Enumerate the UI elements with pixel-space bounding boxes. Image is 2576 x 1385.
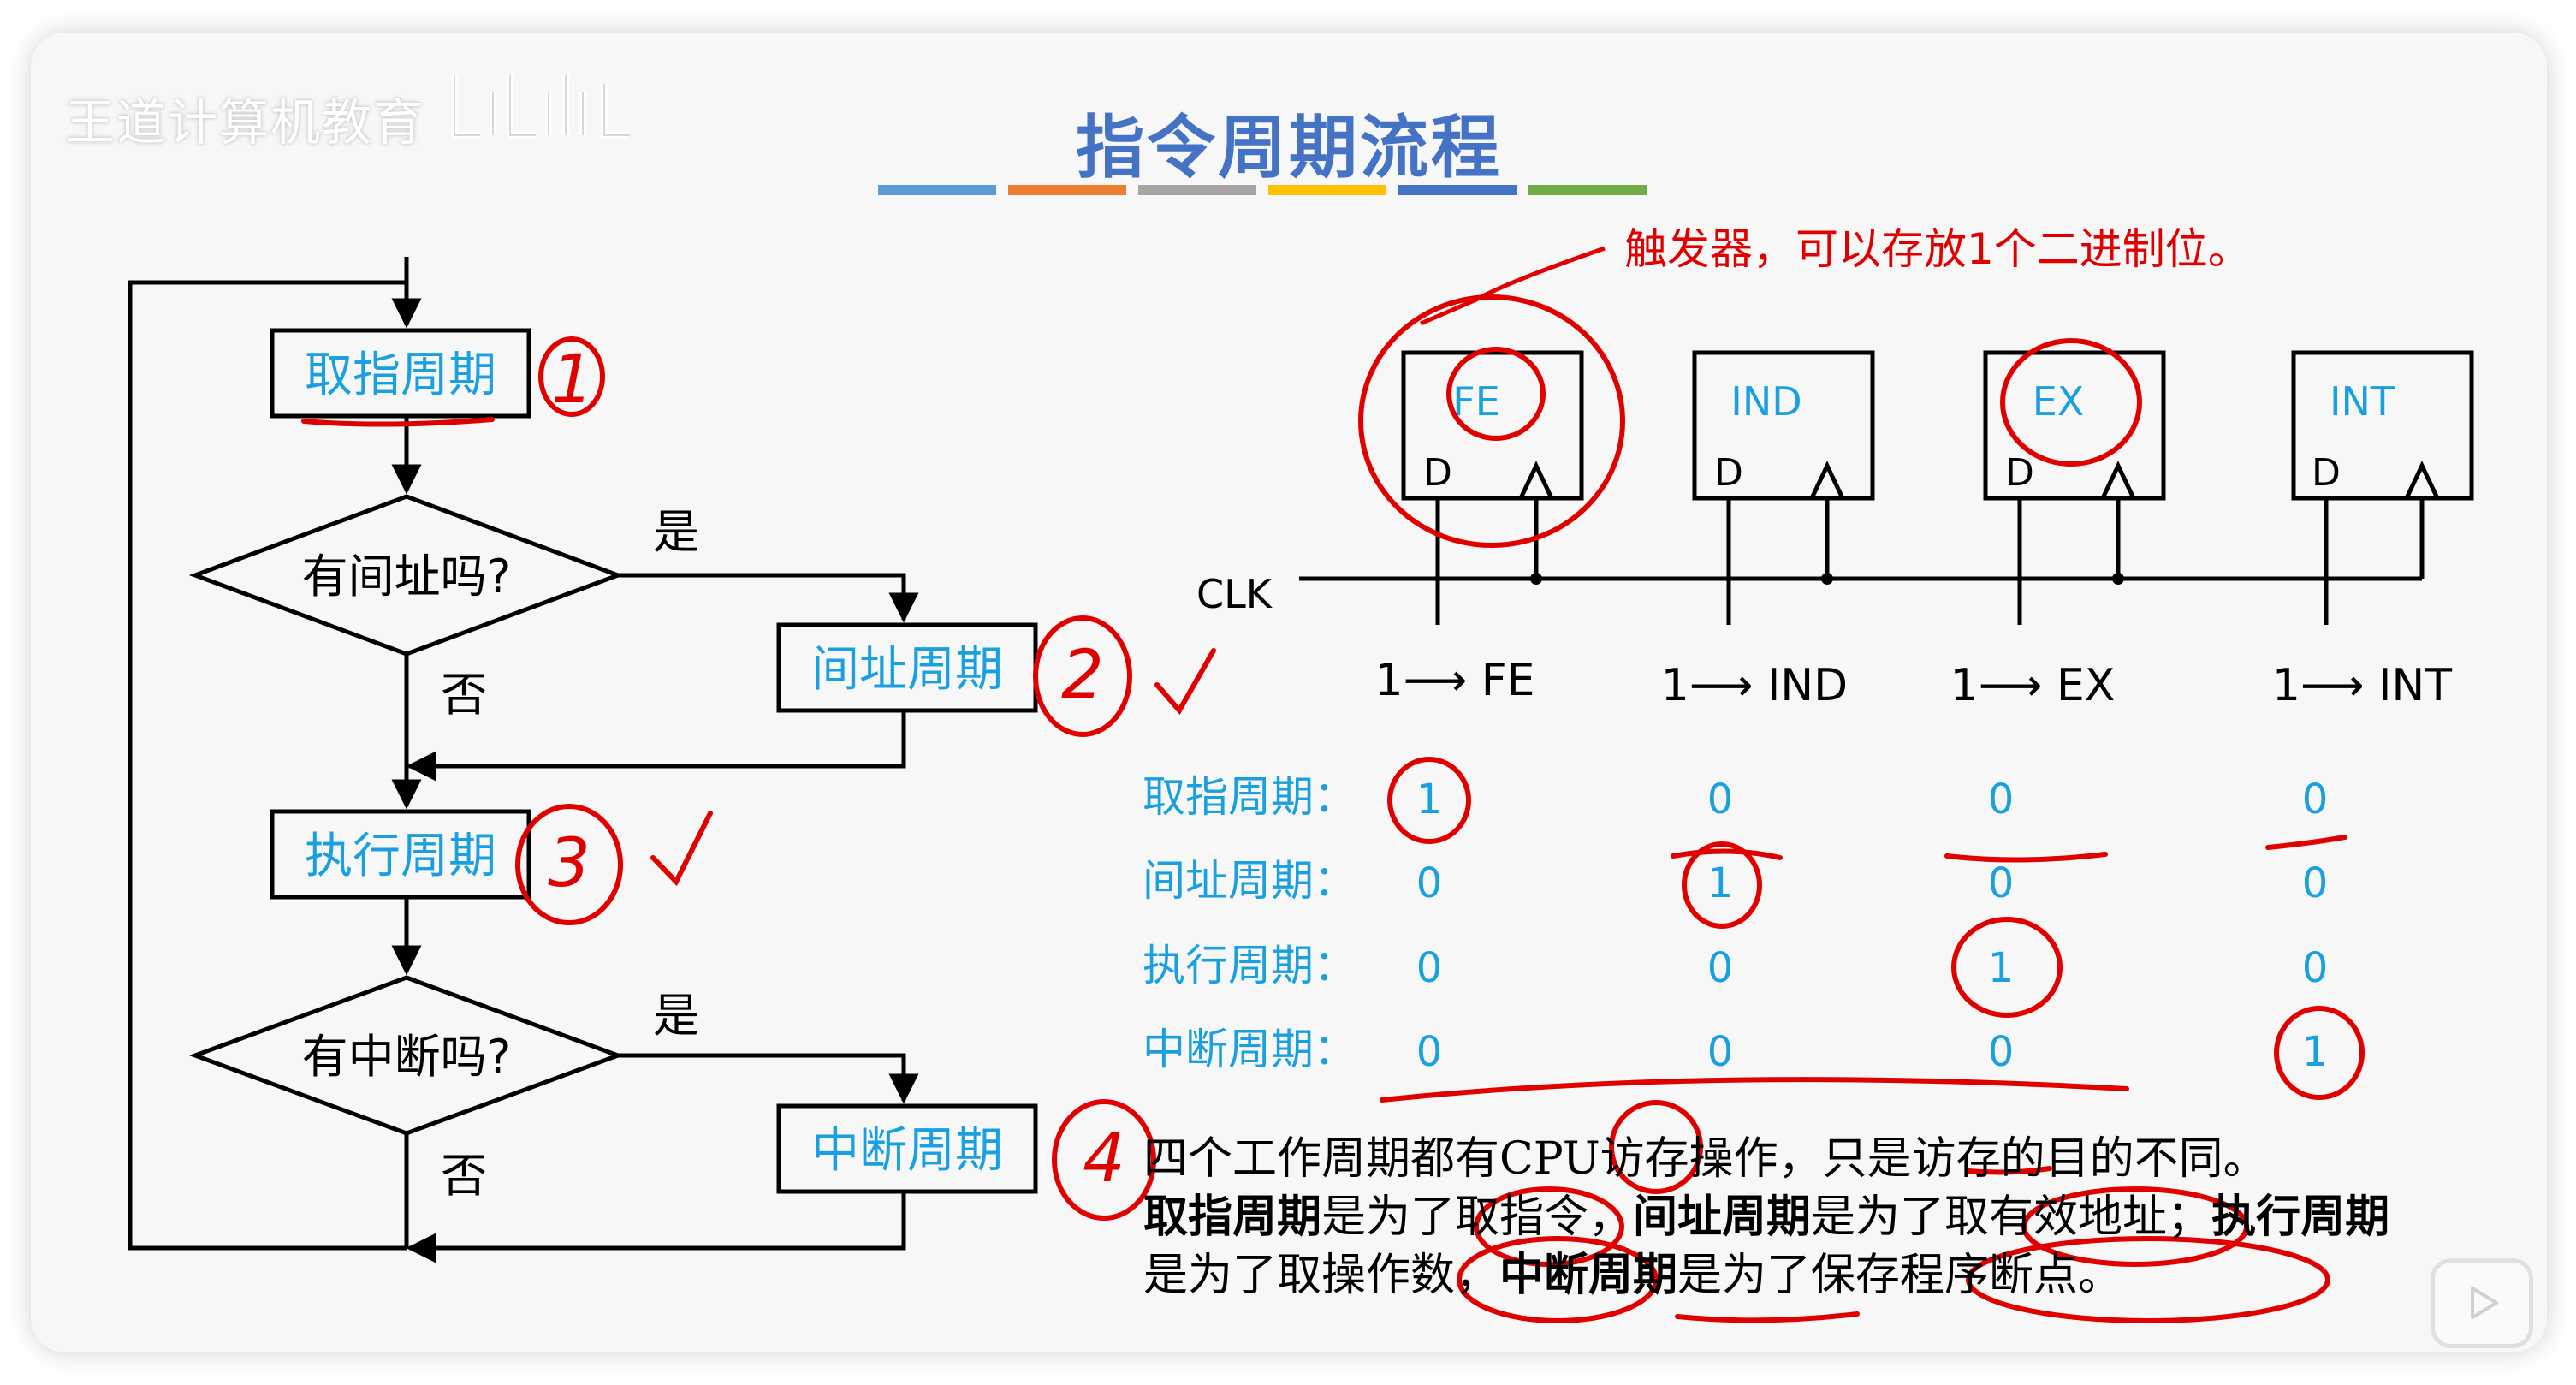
flipflop-name-fe: FE: [1452, 378, 1500, 425]
explanation-paragraph: 四个工作周期都有CPU访存操作，只是访存的目的不同。 取指周期是为了取指令，间址…: [1143, 1130, 2393, 1305]
state-cell: 0: [1416, 859, 1443, 907]
state-cell: 0: [1988, 859, 2015, 907]
play-icon: [2471, 1287, 2498, 1319]
state-cell: 0: [1988, 776, 2015, 823]
purpose-indirect: 是为了取有效地址；: [1811, 1192, 2212, 1243]
state-row-label-fetch: 取指周期：: [1143, 772, 1356, 822]
state-cell: 1: [1707, 859, 1734, 907]
handwritten-number-4: 4: [1083, 1120, 1125, 1198]
flipflop-name-ex: EX: [2033, 378, 2085, 425]
purpose-fetch: 是为了取指令，: [1321, 1192, 1634, 1243]
indirect-box: [776, 622, 1038, 713]
state-row-label-indirect: 间址周期：: [1143, 856, 1356, 906]
fetch-box: [270, 328, 531, 419]
purpose-interrupt: 是为了保存程序断点。: [1677, 1250, 2123, 1301]
flowchart: [128, 257, 1038, 1263]
state-cell: 1: [2302, 1028, 2329, 1076]
term-indirect: 间址周期: [1633, 1191, 1812, 1243]
no-label-1: 否: [441, 668, 487, 722]
state-cell: 0: [1416, 1028, 1443, 1076]
handwritten-number-1: 1: [551, 342, 594, 419]
flipflop-int: INT D 1⟶ INT: [2272, 350, 2474, 711]
bilibili-logo-icon: [451, 75, 630, 139]
state-cell: 1: [1416, 776, 1443, 823]
interrupt-question: 有中断吗?: [302, 1030, 512, 1084]
set-label-ind: 1⟶ IND: [1661, 660, 1848, 711]
play-button[interactable]: [2431, 1258, 2533, 1348]
term-exec: 执行周期: [2211, 1191, 2390, 1243]
state-cell: 0: [2302, 944, 2329, 992]
loop-line: [128, 280, 407, 1251]
flipflop-name-int: INT: [2330, 378, 2395, 425]
state-cell: 0: [1707, 1028, 1734, 1076]
color-bar-2: [1008, 185, 1126, 195]
exec-label: 执行周期: [305, 829, 496, 884]
term-fetch: 取指周期: [1143, 1191, 1322, 1243]
state-row-label-exec: 执行周期：: [1143, 941, 1356, 990]
state-cell: 0: [1707, 944, 1734, 992]
indirect-label: 间址周期: [811, 642, 1003, 698]
flipflop-ind: IND D 1⟶ IND: [1661, 350, 1875, 711]
set-label-fe: 1⟶ FE: [1375, 655, 1535, 706]
yes-label-1: 是: [653, 505, 699, 559]
flipflop-ex: EX D 1⟶ EX: [1950, 350, 2166, 711]
color-bar-3: [1138, 185, 1256, 195]
yes-label-2: 是: [653, 989, 699, 1043]
purpose-exec: 是为了取操作数，: [1143, 1250, 1500, 1301]
flipflop-d-fe: D: [1423, 451, 1452, 495]
interrupt-label: 中断周期: [811, 1123, 1003, 1179]
slide: 王道计算机教育 指令周期流程: [31, 33, 2547, 1352]
interrupt-box: [776, 1103, 1038, 1194]
fetch-label: 取指周期: [305, 348, 496, 403]
handwritten-marks: [301, 294, 2365, 1323]
flipflop-name-ind: IND: [1730, 378, 1801, 425]
exec-box: [270, 809, 531, 900]
flipflops: FE D 1⟶ FE IND D 1⟶ IND EX D 1⟶ EX INT D: [1196, 350, 2474, 711]
paragraph-line-1: 四个工作周期都有CPU访存操作，只是访存的目的不同。: [1143, 1133, 2268, 1185]
flipflop-fe: FE D 1⟶ FE: [1375, 350, 1584, 706]
watermark: 王道计算机教育: [65, 93, 425, 152]
color-bar-5: [1398, 185, 1517, 195]
slide-title: 指令周期流程: [1076, 108, 1502, 187]
state-cell: 0: [1416, 944, 1443, 992]
annotation-text: 触发器，可以存放1个二进制位。: [1624, 224, 2251, 274]
handwritten-number-3: 3: [548, 825, 591, 902]
clk-label: CLK: [1196, 571, 1273, 617]
title-color-bars: [878, 182, 1659, 199]
no-label-2: 否: [441, 1149, 487, 1203]
flipflop-d-ex: D: [2005, 451, 2034, 495]
color-bar-4: [1268, 185, 1386, 195]
color-bar-6: [1528, 185, 1647, 195]
set-label-int: 1⟶ INT: [2272, 660, 2452, 711]
state-cell: 0: [1988, 1028, 2015, 1076]
handwritten-number-2: 2: [1061, 637, 1104, 714]
state-cell: 0: [1707, 776, 1734, 823]
state-cell: 0: [2302, 859, 2329, 907]
state-row-label-interrupt: 中断周期：: [1143, 1025, 1356, 1074]
state-table: 取指周期： 间址周期： 执行周期： 中断周期： 1 0 0 0 0 1 0 0 …: [1143, 772, 2328, 1076]
paragraph-line-2: 取指周期是为了取指令，间址周期是为了取有效地址；执行周期是为了取操作数，中断周期…: [1143, 1188, 2393, 1305]
set-label-ex: 1⟶ EX: [1950, 660, 2116, 711]
term-interrupt: 中断周期: [1499, 1249, 1678, 1301]
color-bar-1: [878, 185, 996, 195]
state-cell: 1: [1988, 944, 2015, 992]
flipflop-d-ind: D: [1714, 451, 1743, 495]
state-cell: 0: [2302, 776, 2329, 823]
circle-fe-flipflop: [1358, 294, 1625, 548]
flipflop-d-int: D: [2312, 451, 2341, 495]
indirect-question: 有间址吗?: [302, 550, 512, 603]
